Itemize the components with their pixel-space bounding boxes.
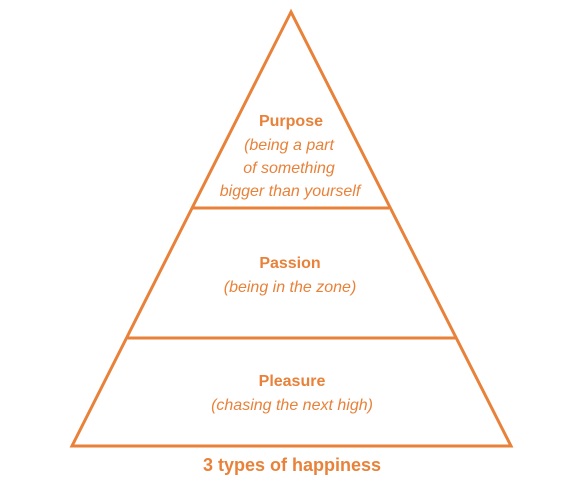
tier-passion-desc-line-1: (being in the zone) — [224, 279, 357, 296]
pyramid-outline — [69, 8, 514, 448]
tier-purpose-desc-line-1: (being a part — [244, 137, 334, 154]
tier-purpose-desc-line-3: bigger than yourself — [220, 183, 362, 200]
tier-pleasure: Pleasure (chasing the next high) — [211, 373, 373, 414]
tier-purpose-title: Purpose — [259, 113, 323, 130]
tier-purpose-desc-line-2: of something — [243, 160, 335, 177]
tier-passion-title: Passion — [259, 255, 320, 272]
tier-purpose: Purpose (being a part of something bigge… — [220, 113, 362, 200]
diagram-caption: 3 types of happiness — [203, 455, 381, 475]
tier-pleasure-desc-line-1: (chasing the next high) — [211, 397, 373, 414]
tier-passion: Passion (being in the zone) — [224, 255, 357, 296]
tier-pleasure-title: Pleasure — [259, 373, 326, 390]
